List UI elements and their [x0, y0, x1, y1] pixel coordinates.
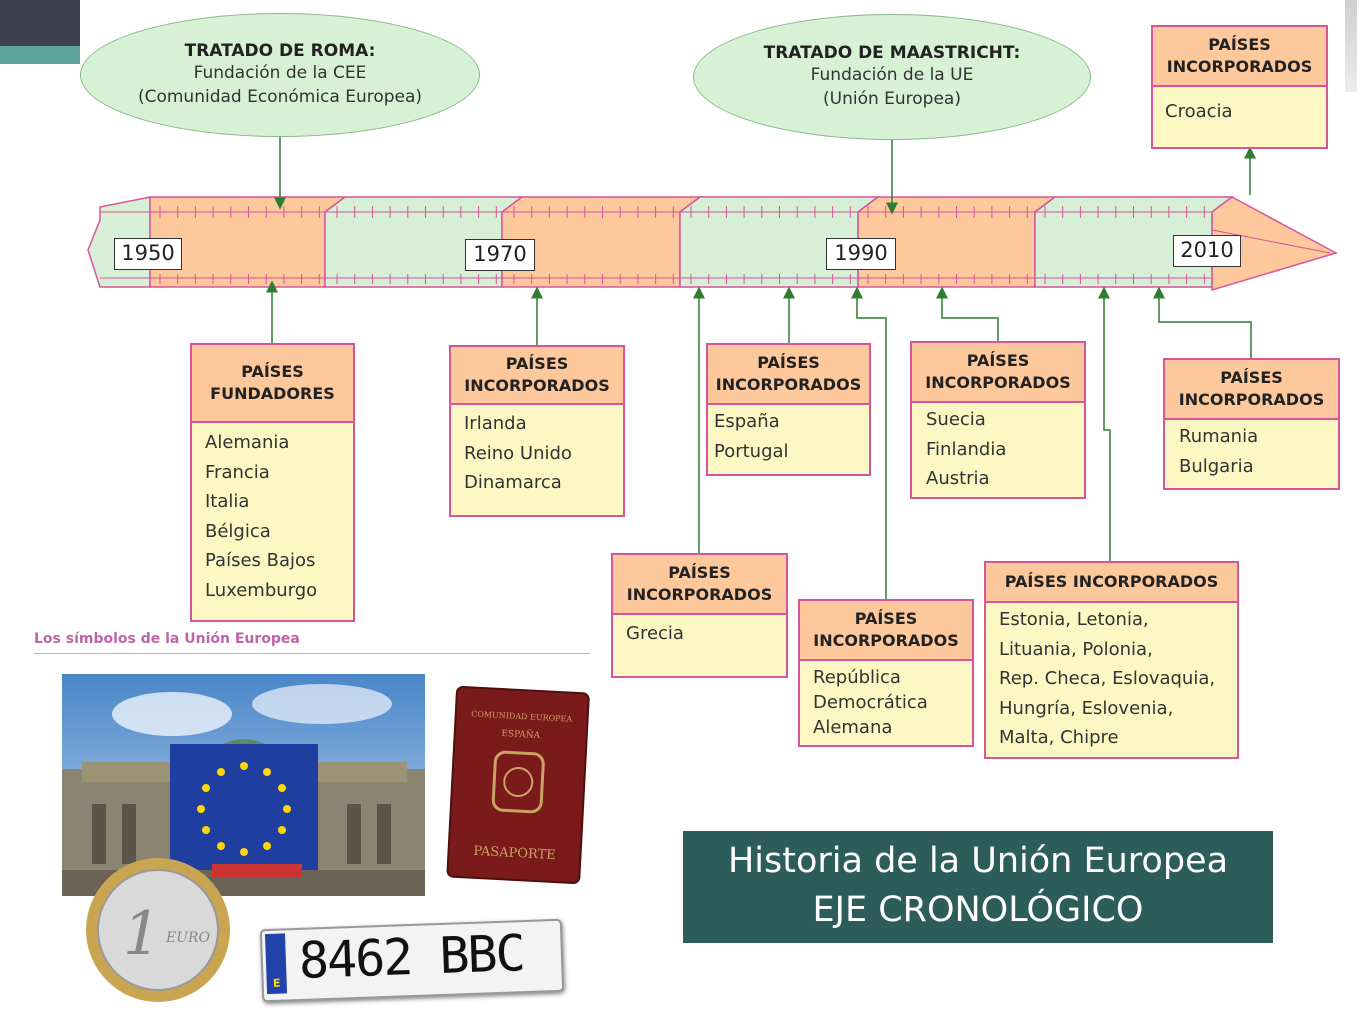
- group-2007: PAÍSES INCORPORADOS Rumania Bulgaria: [1163, 358, 1340, 490]
- treaty-maastricht-name: TRATADO DE MAASTRICHT:: [763, 43, 1021, 63]
- country-item: Rep. Checa, Eslovaquia,: [999, 668, 1216, 689]
- treaty-rome-line1: Fundación de la CEE: [193, 63, 367, 83]
- treaty-rome-name: TRATADO DE ROMA:: [184, 41, 376, 61]
- group-header-line: PAÍSES INCORPORADOS: [1004, 572, 1219, 591]
- group-header-line: PAÍSES: [854, 609, 918, 628]
- symbols-title: Los símbolos de la Unión Europea: [34, 631, 300, 647]
- coin-text: EURO: [165, 930, 211, 946]
- treaty-maastricht-line2: (Unión Europea): [823, 89, 961, 109]
- slide-edge-strip: [1345, 0, 1357, 92]
- year-label-1950: 1950: [114, 238, 182, 270]
- group-header-line: PAÍSES: [668, 563, 731, 582]
- country-item: Austria: [926, 468, 990, 489]
- euro-coin-image: 1 EURO: [86, 858, 230, 1002]
- country-item: Suecia: [926, 409, 986, 430]
- treaty-rome-line2: (Comunidad Económica Europea): [137, 87, 423, 107]
- group-2004: PAÍSES INCORPORADOS Estonia, Letonia, Li…: [984, 561, 1239, 759]
- group-header-line: INCORPORADOS: [715, 375, 862, 394]
- group-header-line: INCORPORADOS: [925, 373, 1071, 392]
- coin-value: 1: [123, 899, 161, 969]
- country-item: Hungría, Eslovenia,: [999, 697, 1174, 719]
- group-croacia: PAÍSES INCORPORADOS Croacia: [1151, 25, 1328, 149]
- group-header-line: INCORPORADOS: [464, 376, 610, 395]
- treaty-maastricht: TRATADO DE MAASTRICHT: Fundación de la U…: [693, 14, 1091, 140]
- main-title-line2: EJE CRONOLÓGICO: [812, 890, 1144, 930]
- country-item: Alemana: [813, 717, 893, 738]
- group-1973: PAÍSES INCORPORADOS Irlanda Reino Unido D…: [449, 345, 625, 517]
- country-item: Estonia, Letonia,: [999, 609, 1149, 630]
- plate-number: 8462 BBC: [297, 924, 525, 990]
- group-1990: PAÍSES INCORPORADOS República Democrática…: [798, 599, 974, 747]
- group-header-line: FUNDADORES: [210, 384, 335, 403]
- group-header-line: PAÍSES: [757, 353, 820, 372]
- country-item: República: [813, 667, 901, 688]
- passport-country: ESPAÑA: [501, 727, 541, 741]
- group-header-line: PAÍSES: [241, 362, 304, 381]
- country-item: Irlanda: [464, 413, 527, 434]
- main-title-line1: Historia de la Unión Europea: [727, 841, 1229, 881]
- timeline-band: [87, 196, 1338, 292]
- country-item: Francia: [205, 461, 270, 483]
- country-item: Democrática: [813, 692, 928, 713]
- country-item: Malta, Chipre: [999, 727, 1119, 748]
- group-header-line: PAÍSES: [1208, 35, 1271, 54]
- group-1981: PAÍSES INCORPORADOS Grecia: [611, 553, 788, 678]
- country-item: Bulgaria: [1179, 455, 1254, 477]
- country-item: Portugal: [714, 440, 789, 462]
- license-plate: E 8462 BBC: [259, 918, 565, 1003]
- plate-country-code: E: [264, 933, 288, 995]
- main-title-box: Historia de la Unión Europea EJE CRONOLÓ…: [683, 831, 1273, 943]
- country-item: Bélgica: [205, 520, 271, 542]
- country-item: Luxemburgo: [205, 579, 318, 601]
- year-label-1970: 1970: [465, 239, 535, 271]
- group-1995: PAÍSES INCORPORADOS Suecia Finlandia Aust…: [910, 341, 1086, 499]
- group-header-line: INCORPORADOS: [626, 585, 773, 604]
- year-label-1990: 1990: [826, 238, 896, 270]
- group-fundadores: PAÍSES FUNDADORES Alemania Francia Italia…: [190, 343, 355, 622]
- passport-label: PASAPORTE: [473, 844, 556, 863]
- country-item: Lituania, Polonia,: [999, 638, 1153, 660]
- country-item: Países Bajos: [205, 550, 316, 571]
- passport-image: COMUNIDAD EUROPEA ESPAÑA PASAPORTE: [446, 685, 590, 885]
- group-1986: PAÍSES INCORPORADOS España Portugal: [706, 343, 871, 476]
- country-item: Croacia: [1165, 101, 1233, 122]
- group-header-line: PAÍSES: [505, 354, 569, 373]
- country-item: Finlandia: [926, 438, 1007, 460]
- country-item: Rumania: [1179, 426, 1259, 447]
- treaty-rome: TRATADO DE ROMA: Fundación de la CEE (Co…: [80, 13, 480, 137]
- year-label-2010: 2010: [1173, 235, 1241, 267]
- group-header-line: PAÍSES: [1220, 368, 1283, 387]
- group-header-line: PAÍSES: [966, 351, 1030, 370]
- group-header-line: INCORPORADOS: [1178, 390, 1325, 409]
- country-item: Reino Unido: [464, 442, 572, 464]
- symbols-divider: [34, 653, 590, 654]
- treaty-maastricht-line1: Fundación de la UE: [810, 65, 974, 85]
- country-item: España: [714, 411, 780, 432]
- slide-corner-dark: [0, 0, 80, 46]
- country-item: Italia: [205, 491, 250, 512]
- country-item: Dinamarca: [464, 472, 562, 493]
- connector-lines: [266, 135, 1256, 600]
- country-item: Alemania: [205, 432, 290, 453]
- group-header-line: INCORPORADOS: [1166, 57, 1313, 76]
- slide-corner-teal: [0, 46, 80, 64]
- country-item: Grecia: [626, 623, 684, 644]
- group-header-line: INCORPORADOS: [813, 631, 959, 650]
